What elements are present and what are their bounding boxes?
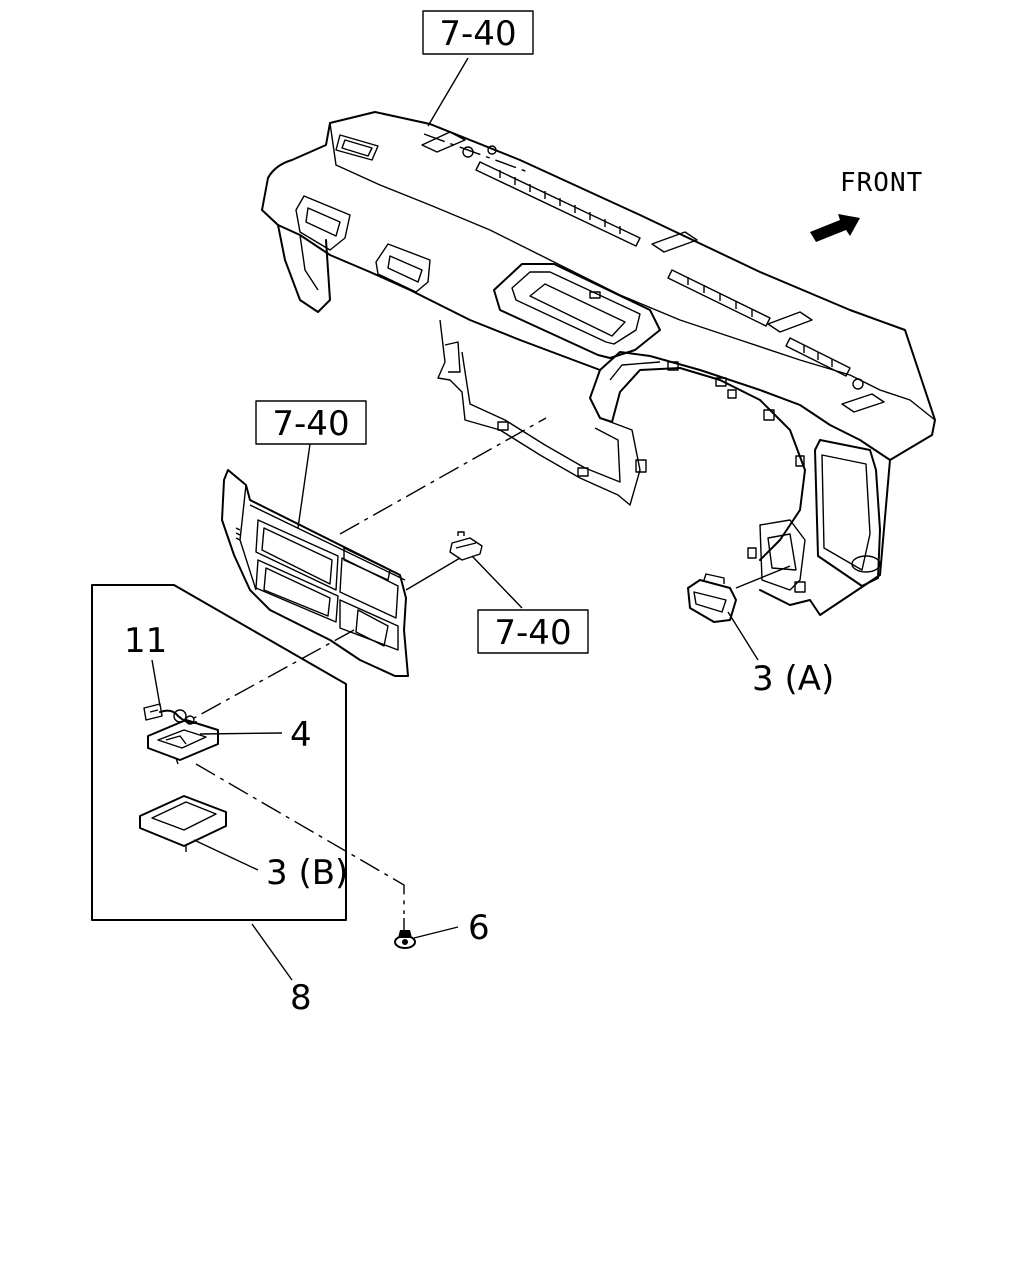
kit-outline-8 <box>91 584 347 921</box>
reference-label-mid: 7-40 <box>272 404 349 444</box>
part-3b-tray <box>139 795 227 852</box>
defroster-grille <box>499 170 833 367</box>
center-bezel <box>221 469 409 677</box>
callout-4: 4 <box>290 715 312 755</box>
installation-lines <box>193 133 547 914</box>
leader-lines <box>151 57 791 981</box>
instrument-panel <box>261 111 936 616</box>
callout-3a: 3 (A) <box>752 659 834 699</box>
part-4-switch <box>147 709 219 765</box>
reference-box-mid: 7-40 <box>255 400 367 445</box>
clip-part <box>449 531 483 561</box>
front-label: FRONT <box>840 168 923 198</box>
callout-6: 6 <box>468 908 490 948</box>
reference-label-right: 7-40 <box>494 613 571 653</box>
part-6-screw <box>394 918 416 949</box>
reference-box-right: 7-40 <box>477 609 589 654</box>
arrow-icon <box>810 214 860 242</box>
front-indicator: FRONT <box>810 168 923 242</box>
reference-label-top: 7-40 <box>439 14 516 54</box>
callout-8: 8 <box>290 978 312 1018</box>
callout-11: 11 <box>124 621 167 661</box>
part-11-harness <box>143 703 197 725</box>
reference-box-top: 7-40 <box>422 10 534 55</box>
part-3a-housing <box>687 573 737 623</box>
callout-3b: 3 (B) <box>266 853 348 893</box>
